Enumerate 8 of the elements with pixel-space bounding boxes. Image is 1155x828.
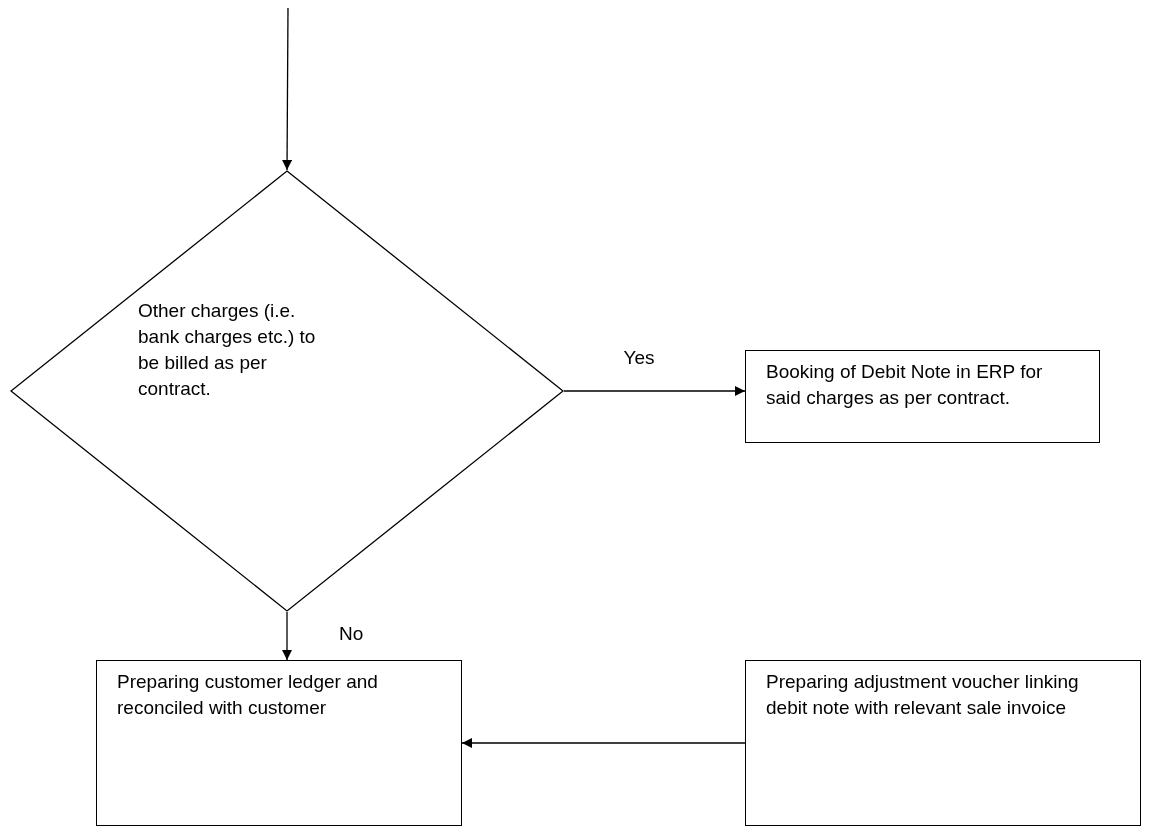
process-box: Preparing customer ledger and reconciled with customer xyxy=(96,660,462,826)
process-box: Preparing adjustment voucher linking debit note with relevant sale invoice xyxy=(745,660,1141,826)
process-box: Booking of Debit Note in ERP for said charges as per contract. xyxy=(745,350,1100,443)
arrow xyxy=(282,611,292,661)
arrow xyxy=(563,386,746,396)
arrow xyxy=(461,738,746,748)
arrow xyxy=(282,7,293,171)
diamond-text: Other charges (i.e. bank charges etc.) to be billed as per contract. xyxy=(138,299,317,401)
